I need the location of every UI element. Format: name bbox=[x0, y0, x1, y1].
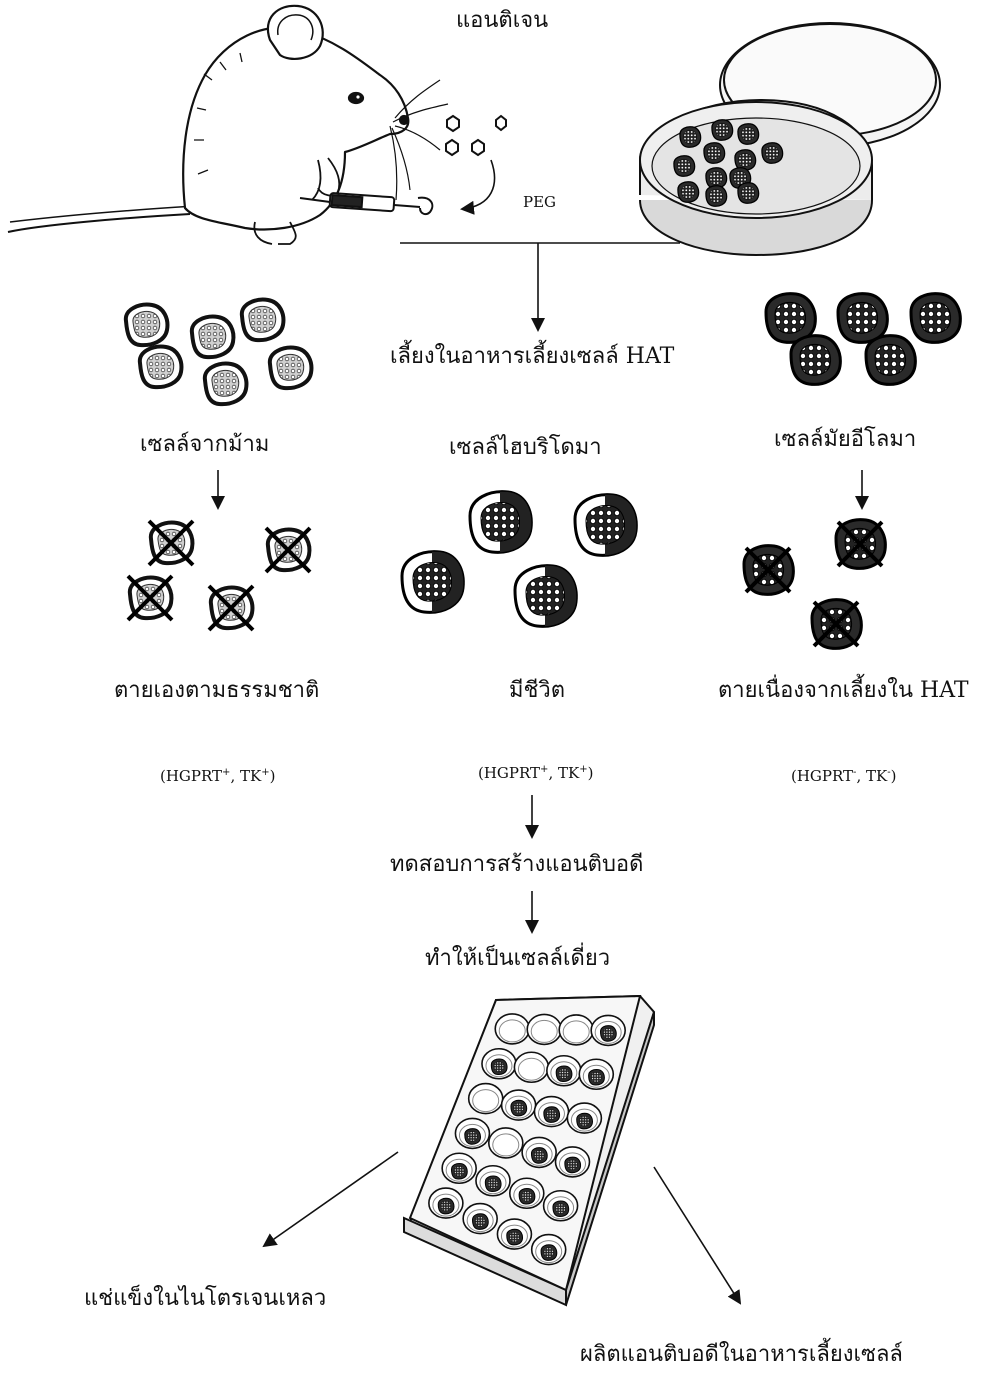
myeloma-genotype: (HGPRT-, TK-) bbox=[791, 768, 896, 784]
well-cell bbox=[438, 1198, 454, 1214]
well-cell bbox=[577, 1113, 593, 1129]
well-cell bbox=[519, 1188, 535, 1204]
survive-label: มีชีวิต bbox=[509, 680, 565, 702]
peg-arrow bbox=[462, 160, 494, 209]
die-in-hat-label: ตายเนื่องจากเลี้ยงใน HAT bbox=[718, 680, 969, 702]
antigen-label: แอนติเจน bbox=[456, 10, 548, 32]
spleen-genotype: (HGPRT+, TK+) bbox=[160, 768, 275, 784]
myeloma-cells-label: เซลล์มัยอีโลมา bbox=[774, 429, 916, 451]
well-cell bbox=[553, 1201, 569, 1217]
hybridoma-cell-group bbox=[402, 492, 636, 627]
hybridoma-cells-label: เซลล์ไฮบริโดมา bbox=[449, 437, 602, 459]
well-cell bbox=[589, 1069, 605, 1085]
freeze-label: แช่แข็งในไนโตรเจนเหลว bbox=[84, 1288, 326, 1310]
plate-well bbox=[559, 1015, 593, 1045]
well-cell bbox=[507, 1229, 523, 1245]
antigen-icon bbox=[446, 116, 506, 155]
well-cell bbox=[511, 1100, 527, 1116]
plate-well bbox=[469, 1084, 503, 1114]
well-cell bbox=[556, 1066, 572, 1082]
test-antibody-label: ทดสอบการสร้างแอนติบอดี bbox=[390, 854, 643, 876]
spleen-cell-group bbox=[126, 300, 312, 405]
well-cell bbox=[465, 1129, 481, 1145]
single-cell-label: ทำให้เป็นเซลล์เดี่ยว bbox=[425, 948, 610, 970]
spleen-cells-label: เซลล์จากม้าม bbox=[140, 434, 269, 456]
hybridoma-genotype: (HGPRT+, TK+) bbox=[478, 765, 593, 781]
plate-well bbox=[495, 1014, 529, 1044]
arrow-icon bbox=[264, 1152, 398, 1246]
well-cell bbox=[544, 1107, 560, 1123]
produce-antibody-label: ผลิตแอนติบอดีในอาหารเลี้ยงเซลล์ bbox=[580, 1344, 903, 1366]
well-cell bbox=[451, 1163, 467, 1179]
well-cell bbox=[485, 1176, 501, 1192]
dead-cell-icon bbox=[744, 520, 885, 649]
well-cell bbox=[491, 1059, 507, 1075]
well-cell bbox=[531, 1148, 547, 1164]
well-cell bbox=[472, 1214, 488, 1230]
well-cell bbox=[565, 1157, 581, 1173]
culture-hat-label: เลี้ยงในอาหารเลี้ยงเซลล์ HAT bbox=[390, 346, 674, 368]
myeloma-cell-group bbox=[766, 294, 960, 385]
well-cell bbox=[541, 1245, 557, 1261]
dead-cell-icon bbox=[128, 521, 310, 630]
plate-well bbox=[489, 1128, 523, 1158]
arrow-icon bbox=[654, 1167, 740, 1303]
well-cell bbox=[600, 1026, 616, 1042]
plate-well bbox=[514, 1052, 548, 1082]
peg-label: PEG bbox=[523, 195, 556, 210]
die-naturally-label: ตายเองตามธรรมชาติ bbox=[114, 680, 319, 702]
plate-well bbox=[527, 1014, 561, 1044]
